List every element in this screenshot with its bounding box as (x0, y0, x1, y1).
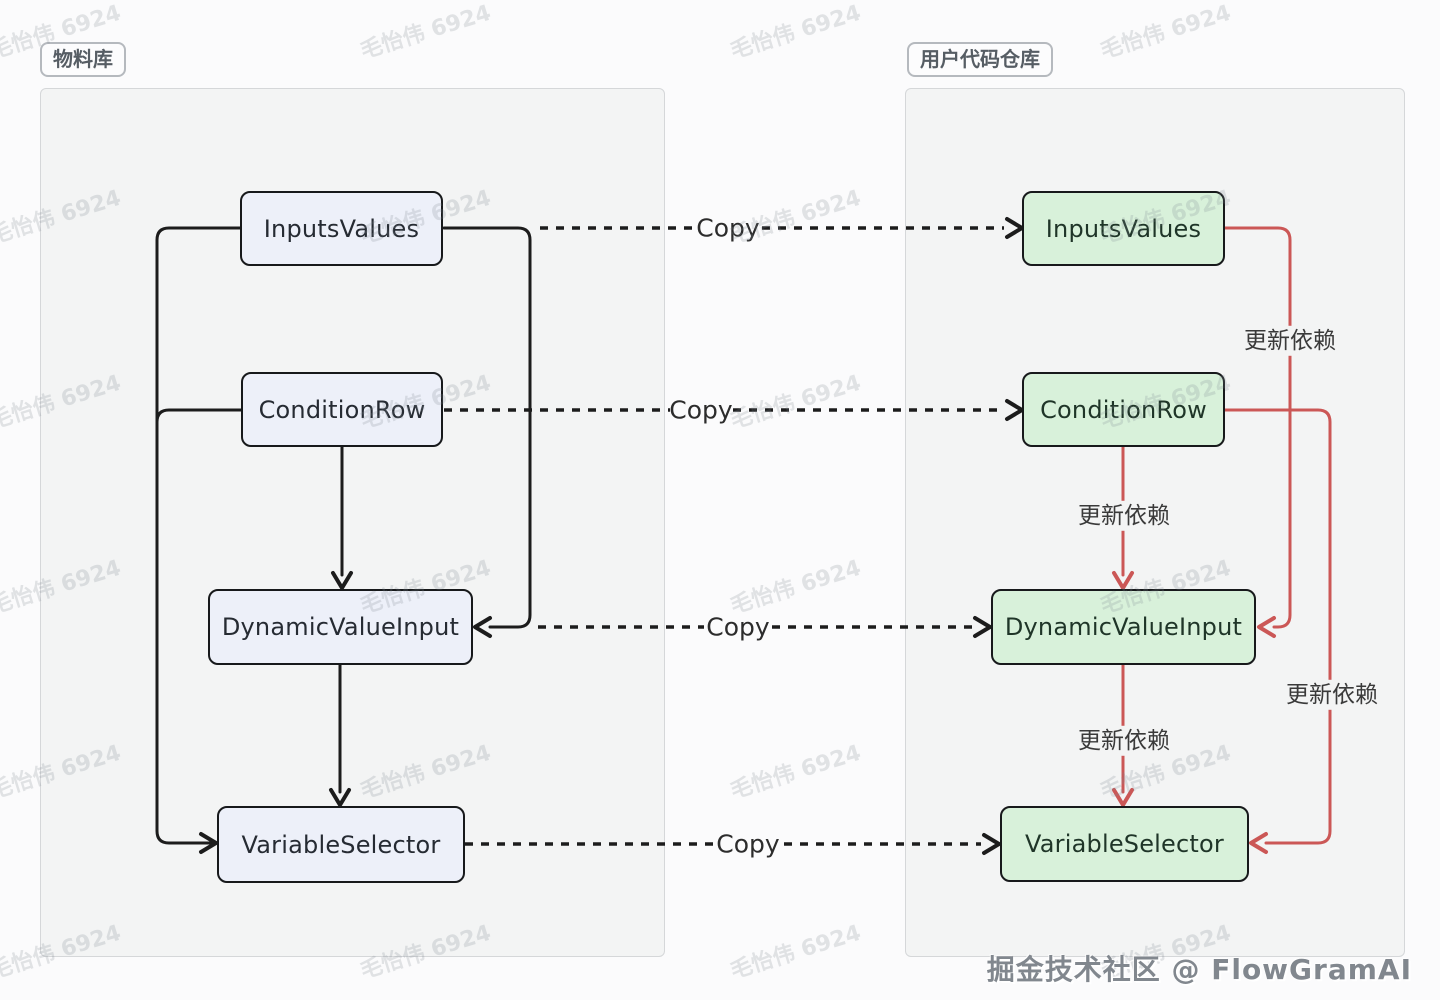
arrowhead-dep-into-user-variableselector-top (1112, 788, 1134, 807)
user-node-conditionrow: ConditionRow (1022, 372, 1225, 447)
dep-label-conditionrow-to-dynamicvalueinput: 更新依赖 (1073, 500, 1175, 532)
arrowhead-into-material-dynamicvalueinput-top (331, 571, 353, 590)
material-node-conditionrow: ConditionRow (241, 372, 443, 447)
edge-dep-user-conditionrow-to-variableselector (1223, 408, 1332, 845)
copy-label-dynamicvalueinput: Copy (706, 612, 770, 642)
arrowhead-dep-into-user-dynamicvalueinput-top (1112, 571, 1134, 590)
arrowhead-into-material-dynamicvalueinput-right (473, 616, 492, 638)
material-node-variableselector: VariableSelector (217, 806, 465, 883)
arrowhead-into-material-variableselector-top (329, 788, 351, 807)
arrowhead-into-material-variableselector (199, 832, 218, 854)
dep-label-dynamicvalueinput-to-variableselector: 更新依赖 (1073, 725, 1175, 757)
edge-material-inputsvalues-to-dynamicvalueinput (442, 226, 532, 629)
user-node-inputsvalues: InputsValues (1022, 191, 1225, 266)
arrowhead-copy-into-user-conditionrow (1005, 399, 1024, 421)
material-node-inputsvalues: InputsValues (240, 191, 443, 266)
material-node-dynamicvalueinput: DynamicValueInput (208, 589, 473, 665)
arrowhead-dep-into-user-dynamicvalueinput-right (1257, 616, 1276, 638)
arrowhead-copy-into-user-variableselector (982, 833, 1001, 855)
user-repo-title-badge: 用户代码仓库 (907, 42, 1053, 77)
user-node-variableselector: VariableSelector (1000, 806, 1249, 882)
copy-label-conditionrow: Copy (669, 395, 733, 425)
attribution-text: 掘金技术社区 @ FlowGramAI (986, 953, 1412, 986)
copy-label-variableselector: Copy (716, 829, 780, 859)
edge-material-conditionrow-join-left-rail (155, 408, 244, 424)
copy-label-inputsvalues: Copy (696, 213, 760, 243)
arrowhead-dep-into-user-variableselector-right (1249, 832, 1268, 854)
material-library-title-badge: 物料库 (40, 42, 126, 77)
dep-label-conditionrow-to-variableselector: 更新依赖 (1281, 679, 1383, 711)
arrowhead-copy-into-user-dynamicvalueinput (973, 616, 992, 638)
arrowhead-copy-into-user-inputsvalues (1005, 217, 1024, 239)
edge-dep-user-inputsvalues-to-dynamicvalueinput (1223, 226, 1292, 629)
edge-material-inputsvalues-to-variableselector (155, 226, 242, 845)
user-node-dynamicvalueinput: DynamicValueInput (991, 589, 1256, 665)
dep-label-inputsvalues-to-dynamicvalueinput: 更新依赖 (1239, 325, 1341, 357)
